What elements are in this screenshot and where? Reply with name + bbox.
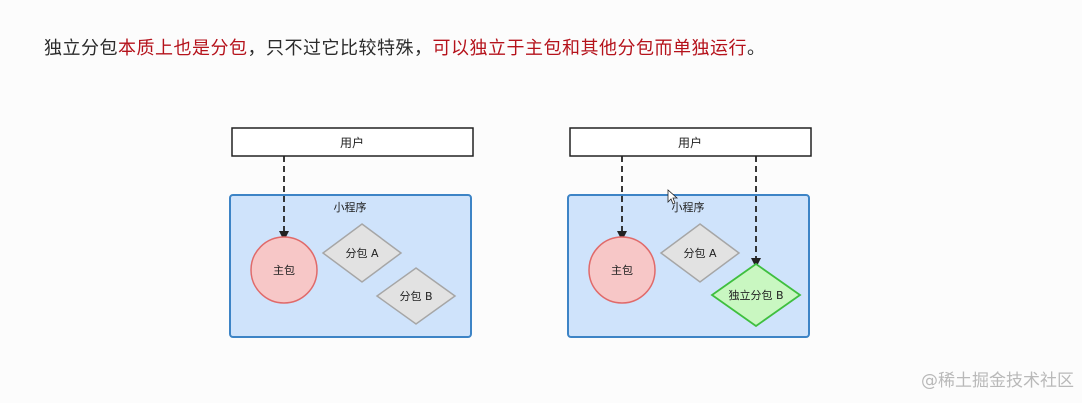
left-sub-a-label: 分包 A — [345, 247, 378, 260]
right-user-box — [569, 127, 812, 157]
right-independent-label: 独立分包 B — [728, 288, 783, 302]
right-independent-diamond — [710, 262, 802, 328]
left-main-label: 主包 — [273, 264, 295, 277]
right-sub-a-label: 分包 A — [683, 247, 716, 260]
right-sub-a-diamond — [659, 223, 741, 283]
left-main-package — [250, 236, 318, 304]
left-sub-b-label: 分包 B — [399, 290, 432, 303]
right-main-label: 主包 — [611, 264, 633, 277]
watermark: @稀土掘金技术社区 — [921, 371, 1074, 391]
headline-highlight-2: 可以独立于主包和其他分包而单独运行 — [432, 38, 747, 59]
left-app-label: 小程序 — [334, 200, 367, 214]
headline: 独立分包本质上也是分包，只不过它比较特殊，可以独立于主包和其他分包而单独运行。 — [44, 34, 766, 60]
left-user-box — [231, 127, 474, 157]
left-sub-b-diamond — [375, 267, 457, 325]
right-user-label: 用户 — [678, 135, 702, 150]
mouse-cursor-icon — [667, 189, 679, 205]
right-app-label: 小程序 — [672, 200, 705, 214]
left-diagram: 用户 小程序 主包 分包 A 分包 B — [229, 127, 474, 338]
right-main-package — [588, 236, 656, 304]
headline-part5: 。 — [747, 38, 766, 59]
headline-highlight-1: 本质上也是分包 — [118, 38, 248, 59]
left-user-label: 用户 — [340, 135, 364, 150]
right-diagram: 用户 小程序 主包 分包 A 独立分包 B — [567, 127, 812, 338]
headline-part3: ，只不过它比较特殊， — [247, 38, 433, 59]
left-sub-a-diamond — [321, 223, 403, 283]
headline-part1: 独立分包 — [44, 38, 118, 59]
